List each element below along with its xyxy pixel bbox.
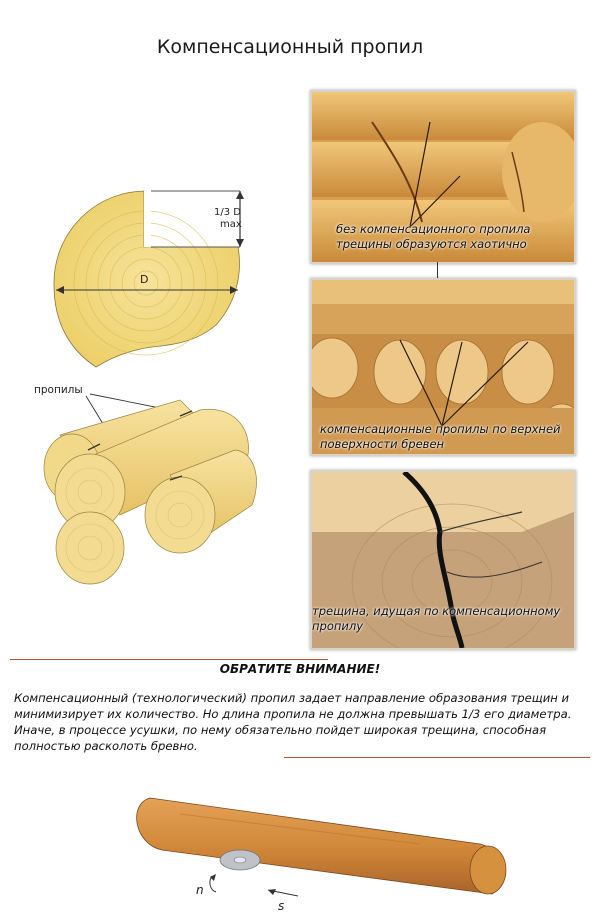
log-end [469,845,507,895]
saw-blade-icon [219,849,261,871]
photo-caption-1: без компенсационного пропила трещины обр… [336,222,531,251]
notice-paragraph: Компенсационный (технологический) пропил… [14,691,572,753]
photo-caption-3: трещина, идущая по компенсационному проп… [312,604,561,633]
wood-wall-image [312,92,574,262]
page-title: Компенсационный пропил [156,36,424,58]
rotation-label: n [196,883,204,897]
diameter-label: D [140,273,148,286]
cracked-log-image [312,472,574,648]
cuts-label: пропилы [34,384,83,396]
photo-cut-logs [310,278,576,456]
photo-crack-along-cut [310,470,576,650]
divider-bottom [284,757,590,758]
svg-text:max: max [220,219,242,230]
log-joint-diagram: пропилы [34,384,257,585]
log-cross-section-diagram: 1/3 D max D [53,190,244,368]
photo-connector [437,262,438,278]
notice-heading: ОБРАТИТЕ ВНИМАНИЕ! [219,662,381,676]
log-saw-illustration: n s [136,797,507,913]
feed-label: s [278,899,284,913]
logs-stack-image [312,280,574,454]
dimension-label: 1/3 D [214,207,241,218]
photo-caption-2: компенсационные пропилы по верхней повер… [320,422,561,451]
photo-no-cut-cracks [310,90,576,264]
divider-top [10,659,328,660]
log-section-shape [53,190,240,368]
